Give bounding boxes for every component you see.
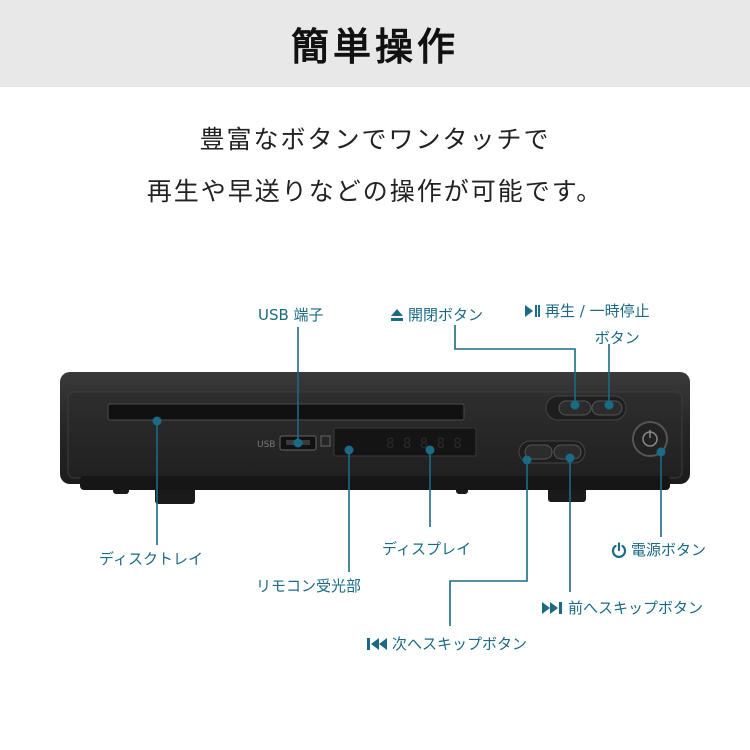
skip-forward-icon [542, 601, 564, 615]
leader-eject [454, 325, 576, 405]
label-remote-receiver: リモコン受光部 [256, 577, 362, 595]
label-play-pause-button: 再生 / 一時停止 ボタン [525, 300, 650, 348]
display-window [333, 427, 477, 457]
disc-tray-slot [107, 403, 465, 421]
power-button-device [632, 421, 668, 457]
display-segments: 8 8 8 8 8 [386, 436, 462, 452]
label-power-button: 電源ボタン [611, 539, 706, 560]
usb-marking: USB [257, 440, 275, 450]
page-title: 簡単操作 [290, 25, 459, 69]
description-line-1: 豊富なボタンでワンタッチで [199, 125, 551, 154]
description-line-2: 再生や早送りなどの操作が可能です。 [146, 177, 604, 206]
skip-back-icon [366, 637, 388, 651]
label-eject-button: 開閉ボタン [390, 304, 483, 325]
eject-icon [390, 308, 404, 322]
label-disc-tray: ディスクトレイ [99, 550, 203, 568]
play-pause-icon [525, 304, 541, 318]
label-display: ディスプレイ [382, 540, 471, 558]
power-icon [611, 541, 627, 558]
label-usb-port: USB 端子 [258, 306, 324, 324]
label-prev-skip-button: 次へスキップボタン [366, 633, 527, 654]
device-base [80, 476, 670, 490]
prev-button-device [524, 444, 553, 460]
header-bar: 簡単操作 [0, 0, 750, 87]
label-next-skip-button: 前へスキップボタン [542, 597, 703, 618]
usb-logo-box [320, 435, 331, 447]
leader-prev-skip [449, 460, 528, 626]
